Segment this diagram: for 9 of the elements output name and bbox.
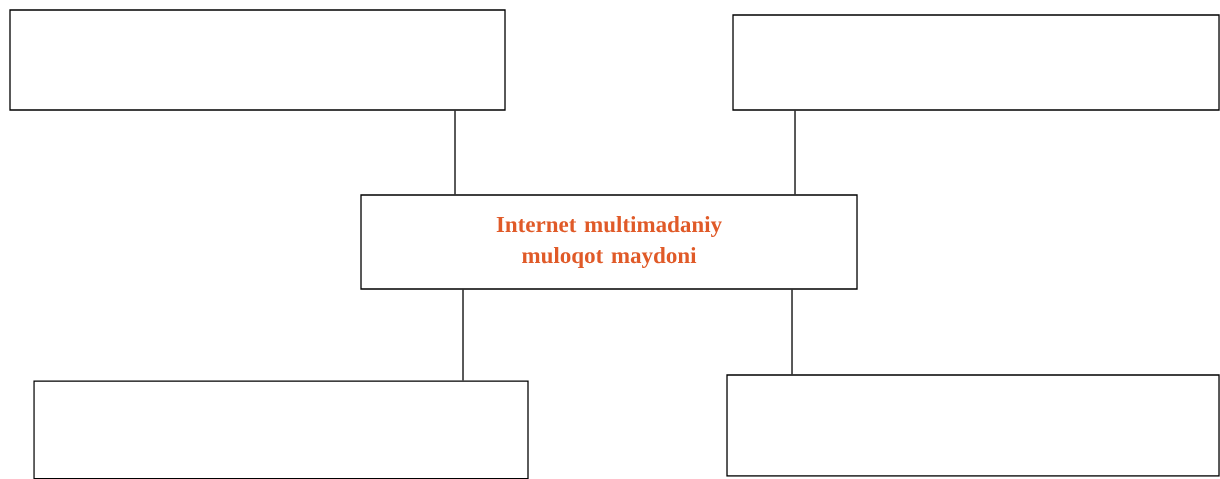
empty-box [33, 380, 529, 479]
connector-line [454, 110, 456, 195]
connector-line [791, 289, 793, 375]
empty-box [9, 9, 506, 111]
connector-line [462, 289, 464, 382]
empty-box [726, 374, 1220, 477]
empty-box [732, 14, 1220, 111]
text-box: Internet multimadaniy muloqot maydoni [360, 194, 858, 290]
connector-line [794, 110, 796, 195]
